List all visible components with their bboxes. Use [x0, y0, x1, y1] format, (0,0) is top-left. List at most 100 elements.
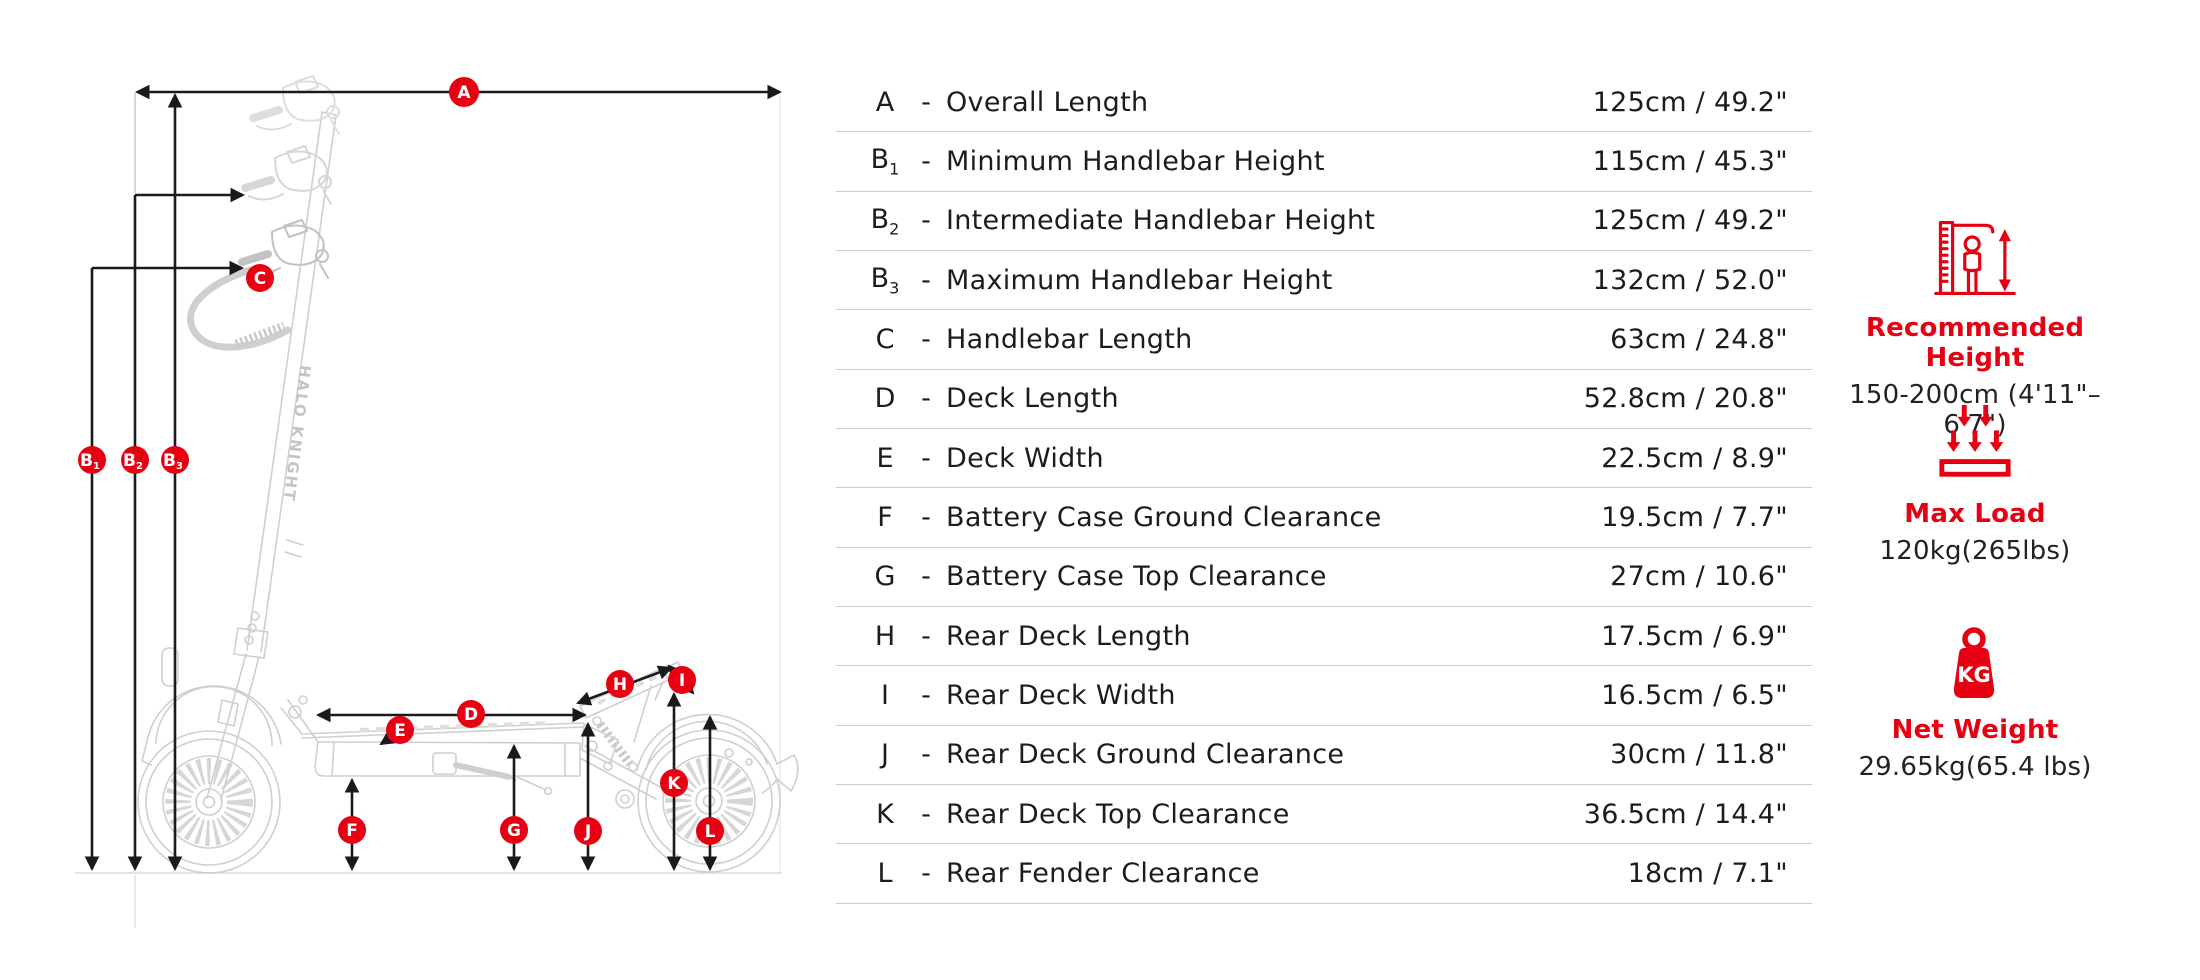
dimension-value: 125cm / 49.2": [1592, 86, 1788, 118]
card-title: Recommended Height: [1865, 313, 2085, 373]
dimension-letter: F: [877, 502, 893, 534]
badge-B1: [78, 446, 106, 474]
battery-case: [314, 741, 581, 777]
spec-row: G-Battery Case Top Clearance 27cm / 10.6": [836, 548, 1812, 608]
dimension-value: 27cm / 10.6": [1610, 561, 1788, 593]
badge-J: [574, 817, 602, 845]
svg-text:B2: B2: [123, 451, 143, 472]
dimension-value: 125cm / 49.2": [1592, 205, 1788, 237]
svg-text:F: F: [346, 821, 358, 841]
dimension-letter: E: [876, 442, 894, 474]
dimension-value: 22.5cm / 8.9": [1601, 442, 1788, 474]
front-fender: [146, 685, 282, 745]
handlebar-max-position: [253, 76, 339, 134]
spec-row: B2-Intermediate Handlebar Height 125cm / …: [836, 192, 1812, 252]
dimension-letter: A: [875, 86, 895, 118]
dimension-letter: B2: [870, 203, 900, 239]
dimension-value: 115cm / 45.3": [1592, 146, 1788, 178]
dimension-value: 16.5cm / 6.5": [1601, 680, 1788, 712]
dimension-label: Battery Case Ground Clearance: [946, 502, 1382, 534]
dimension-value: 132cm / 52.0": [1592, 264, 1788, 296]
dimension-value: 36.5cm / 14.4": [1583, 798, 1788, 830]
dash-separator: -: [921, 324, 931, 356]
dimension-value: 19.5cm / 7.7": [1601, 502, 1788, 534]
dimension-label: Rear Deck Length: [946, 620, 1191, 652]
dimension-label: Battery Case Top Clearance: [946, 561, 1327, 593]
badge-D: [457, 700, 485, 728]
badge-C: [246, 264, 274, 292]
dimension-label: Rear Deck Ground Clearance: [946, 739, 1345, 771]
dimension-badges: A B1 B2 B3 C D E F G H I J K: [78, 77, 724, 845]
scooter-diagram: HALO KNIGHT: [75, 0, 799, 928]
badge-H: [606, 670, 634, 698]
dash-separator: -: [921, 264, 931, 296]
dash-separator: -: [921, 561, 931, 593]
front-wheel: [137, 730, 281, 874]
dash-separator: -: [921, 680, 931, 712]
badge-F: [338, 816, 366, 844]
dimension-label: Rear Deck Top Clearance: [946, 798, 1290, 830]
spec-row: K-Rear Deck Top Clearance 36.5cm / 14.4": [836, 785, 1812, 845]
dash-separator: -: [921, 739, 931, 771]
height-ruler-icon: [1934, 220, 2016, 296]
badge-B3: [161, 446, 189, 474]
kickstand-bracket: [432, 752, 457, 775]
dimension-letter: G: [874, 561, 896, 593]
svg-text:L: L: [705, 822, 716, 842]
deck: [280, 699, 584, 796]
dash-separator: -: [921, 502, 931, 534]
max-load-card: Max Load 120kg(265lbs): [1825, 404, 2125, 566]
spec-row: F-Battery Case Ground Clearance 19.5cm / …: [836, 488, 1812, 548]
badge-L: [696, 817, 724, 845]
brand-text: HALO KNIGHT: [280, 364, 315, 503]
stem: HALO KNIGHT: [233, 111, 337, 659]
svg-text:A: A: [457, 83, 471, 103]
dimension-value: 17.5cm / 6.9": [1601, 620, 1788, 652]
rear-shock: [596, 721, 634, 767]
badge-E: [386, 716, 414, 744]
dimension-label: Rear Deck Width: [946, 680, 1176, 712]
svg-text:G: G: [507, 821, 521, 841]
badge-K: [660, 769, 688, 797]
dimension-value: 30cm / 11.8": [1610, 739, 1788, 771]
dimension-label: Intermediate Handlebar Height: [946, 205, 1376, 237]
svg-text:D: D: [464, 705, 478, 725]
card-title: Max Load: [1904, 499, 2046, 529]
dimension-label: Rear Fender Clearance: [946, 858, 1260, 890]
dimension-letter: B3: [870, 263, 900, 298]
card-title: Net Weight: [1891, 715, 2059, 745]
dash-separator: -: [921, 86, 931, 118]
strap-coil: [234, 321, 286, 349]
kg-label: KG: [1957, 663, 1991, 687]
dimension-letter: D: [874, 383, 896, 415]
svg-text:B1: B1: [80, 451, 100, 472]
dimension-letter: C: [875, 324, 895, 356]
dimension-letter: B1: [870, 144, 900, 179]
handlebar-mid-position: [245, 146, 331, 204]
badge-A: [449, 77, 479, 107]
dash-separator: -: [921, 205, 931, 237]
svg-text:C: C: [254, 269, 266, 289]
dash-separator: -: [921, 383, 931, 415]
net-weight-card: KG Net Weight 29.65kg(65.4 lbs): [1825, 626, 2125, 782]
dash-separator: -: [921, 620, 931, 652]
dimension-value: 63cm / 24.8": [1610, 324, 1788, 356]
dash-separator: -: [921, 858, 931, 890]
max-load-icon: [1939, 405, 2011, 477]
dash-separator: -: [921, 442, 931, 474]
kickstand: [453, 762, 512, 780]
dimension-label: Minimum Handlebar Height: [946, 146, 1325, 178]
dimension-letter: K: [876, 798, 894, 830]
dimension-value: 52.8cm / 20.8": [1583, 383, 1788, 415]
dash-separator: -: [921, 798, 931, 830]
badge-I: [668, 666, 696, 694]
rear-fender: [636, 713, 778, 771]
